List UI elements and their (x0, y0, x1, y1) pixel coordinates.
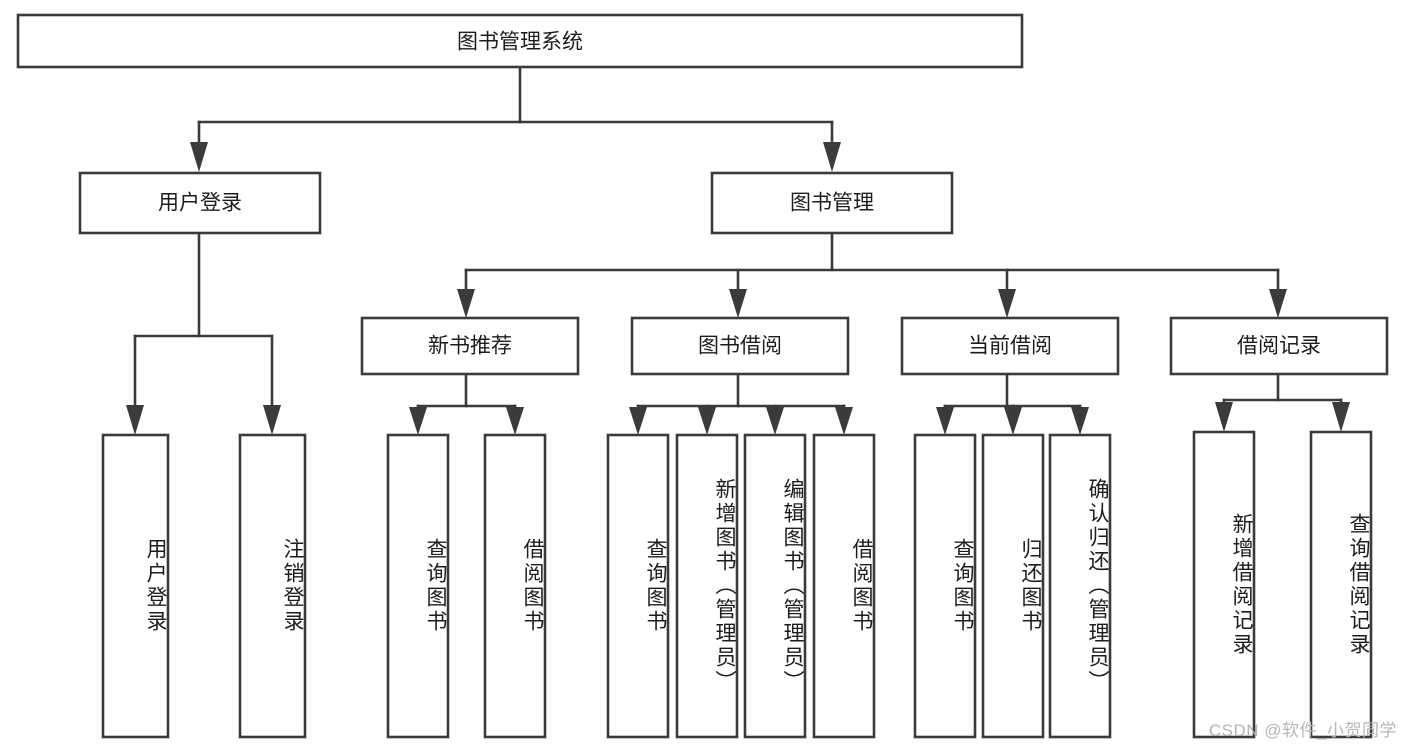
node-user-login[interactable]: 用户登录 (78, 171, 322, 235)
node-book-manage[interactable]: 图书管理 (710, 171, 954, 235)
leaf-box-book-borrow-0[interactable] (606, 433, 670, 739)
leaf-box-current-borrow-0[interactable] (913, 433, 977, 739)
connector-borrow-record-to-leaves (1215, 372, 1350, 432)
connector-root-to-level2 (190, 65, 841, 172)
connector-book-manage-to-level3 (457, 231, 1287, 318)
node-book-borrow[interactable]: 图书借阅 (630, 316, 850, 376)
node-new-book-recommend[interactable]: 新书推荐 (360, 316, 580, 376)
leaf-box-borrow-record-1[interactable] (1309, 430, 1373, 739)
leaf-box-user-login-0[interactable] (101, 433, 170, 739)
node-root-system[interactable]: 图书管理系统 (16, 13, 1024, 69)
leaf-box-book-borrow-2[interactable] (743, 433, 807, 739)
node-borrow-record[interactable]: 借阅记录 (1169, 316, 1389, 376)
leaf-box-new-book-1[interactable] (483, 433, 547, 739)
leaf-box-borrow-record-0[interactable] (1192, 430, 1256, 739)
node-book-borrow-label: 图书借阅 (698, 335, 782, 358)
leaf-box-book-borrow-1[interactable] (675, 433, 739, 739)
leaf-box-current-borrow-1[interactable] (981, 433, 1045, 739)
connector-current-borrow-to-leaves (936, 372, 1089, 435)
watermark-text: CSDN @软件_小贺同学 (1208, 721, 1397, 740)
leaf-box-user-login-1[interactable] (238, 433, 307, 739)
connector-new-book-to-leaves (409, 372, 524, 435)
node-user-login-label: 用户登录 (158, 192, 242, 215)
leaf-box-new-book-0[interactable] (386, 433, 450, 739)
connector-book-borrow-to-leaves (629, 372, 853, 435)
node-borrow-record-label: 借阅记录 (1237, 335, 1321, 358)
leaf-box-book-borrow-3[interactable] (812, 433, 876, 739)
node-root-system-label: 图书管理系统 (457, 31, 583, 54)
leaf-box-current-borrow-2[interactable] (1048, 433, 1112, 739)
node-current-borrow-label: 当前借阅 (968, 335, 1052, 358)
node-book-manage-label: 图书管理 (790, 192, 874, 215)
node-new-book-recommend-label: 新书推荐 (428, 335, 512, 358)
connector-user-login-to-leaves (126, 231, 281, 435)
node-current-borrow[interactable]: 当前借阅 (900, 316, 1120, 376)
